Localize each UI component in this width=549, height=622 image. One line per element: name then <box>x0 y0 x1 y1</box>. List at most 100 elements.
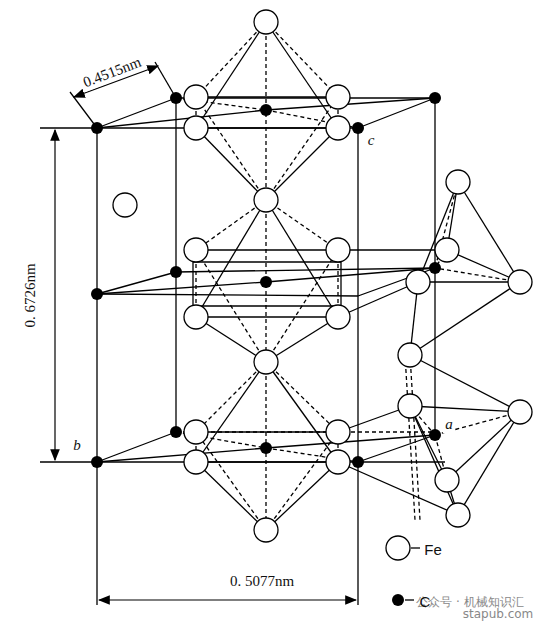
bond-line <box>266 317 338 362</box>
bond-line <box>357 128 358 605</box>
bond-line <box>155 62 176 98</box>
hidden-bond <box>266 362 338 432</box>
fe-atom <box>254 10 278 34</box>
c-atom <box>170 426 182 438</box>
fe-atom <box>508 270 532 294</box>
fe-atom <box>184 420 208 444</box>
c-atom <box>429 92 441 104</box>
hidden-bond <box>405 355 415 520</box>
fe-atom <box>435 238 459 262</box>
hidden-bond <box>196 200 266 250</box>
bond-line <box>96 128 97 605</box>
bond-line <box>358 435 435 462</box>
fe-atom <box>446 170 470 194</box>
fe-atom <box>326 420 350 444</box>
hidden-bond <box>435 182 458 268</box>
bond-line <box>411 547 420 548</box>
hidden-bond <box>266 97 338 200</box>
bond-line <box>97 110 266 128</box>
bond-line <box>266 362 338 462</box>
fe-atom <box>398 394 422 418</box>
bond-line <box>338 249 447 250</box>
fe-atom <box>184 238 208 262</box>
text-label: C <box>418 593 433 610</box>
bond-line <box>196 316 338 317</box>
bond-line <box>192 262 193 306</box>
bond-line <box>266 98 435 110</box>
hidden-bond <box>266 22 338 97</box>
bond-line <box>196 362 266 462</box>
bond-line <box>193 261 341 262</box>
bond-line <box>418 281 520 282</box>
fe-atom <box>113 193 137 217</box>
bond-line <box>97 432 176 462</box>
text-label: b <box>71 437 83 454</box>
text-label: Fe <box>422 541 444 558</box>
bond-line <box>418 182 458 282</box>
fe-atom <box>508 400 532 424</box>
c-atom <box>260 276 272 288</box>
fe-atom <box>326 305 350 329</box>
c-atom <box>91 122 103 134</box>
bond-line <box>196 128 266 200</box>
fe-atom <box>184 450 208 474</box>
fe-atom <box>446 503 470 527</box>
hidden-bond <box>196 97 266 200</box>
fe-atom <box>254 518 278 542</box>
dimension-line <box>54 130 55 460</box>
fe-atom <box>326 450 350 474</box>
fe-atom <box>326 116 350 140</box>
bond-line <box>266 128 338 200</box>
c-atom <box>170 266 182 278</box>
text-label: 0.4515nm <box>79 53 145 92</box>
c-atom <box>260 442 272 454</box>
fe-atom <box>326 85 350 109</box>
hidden-bond <box>196 432 266 530</box>
dimension-line <box>99 599 356 600</box>
bond-line <box>338 282 418 317</box>
bond-line <box>405 599 414 600</box>
bond-line <box>196 431 338 432</box>
bond-line <box>410 406 520 412</box>
bond-line <box>70 92 97 128</box>
c-atom <box>352 456 364 468</box>
bond-line <box>410 355 520 412</box>
fe-atom <box>398 343 422 367</box>
bond-line <box>196 96 338 97</box>
hidden-bond <box>176 431 435 432</box>
bond-line <box>340 262 341 306</box>
fe-atom <box>326 238 350 262</box>
c-atom <box>392 594 404 606</box>
text-label: 公众号 · 机械知识汇 <box>414 595 525 609</box>
bond-line <box>196 200 266 317</box>
hidden-bond <box>410 355 420 520</box>
bond-line <box>196 462 266 530</box>
hidden-bond <box>435 268 520 282</box>
bond-line <box>338 462 458 515</box>
c-atom <box>91 456 103 468</box>
text-label: 0. 6726nm <box>22 261 39 329</box>
fe-atom <box>254 188 278 212</box>
c-atom <box>170 92 182 104</box>
hidden-bond <box>435 412 520 435</box>
bond-line <box>266 462 338 530</box>
bond-line <box>266 200 338 317</box>
c-atom <box>91 288 103 300</box>
c-atom <box>429 429 441 441</box>
fe-atom <box>184 85 208 109</box>
bond-line <box>193 305 341 306</box>
bond-line <box>97 294 358 296</box>
bond-line <box>175 98 176 432</box>
fe-atom <box>435 468 459 492</box>
fe-atom <box>254 350 278 374</box>
text-label: 0. 5077nm <box>228 573 296 590</box>
hidden-bond <box>196 22 266 97</box>
bond-line <box>410 282 520 355</box>
text-label: c <box>366 132 377 149</box>
bond-line <box>97 282 266 294</box>
fe-atom <box>406 270 430 294</box>
hidden-bond <box>266 432 338 530</box>
bond-line <box>410 406 458 515</box>
